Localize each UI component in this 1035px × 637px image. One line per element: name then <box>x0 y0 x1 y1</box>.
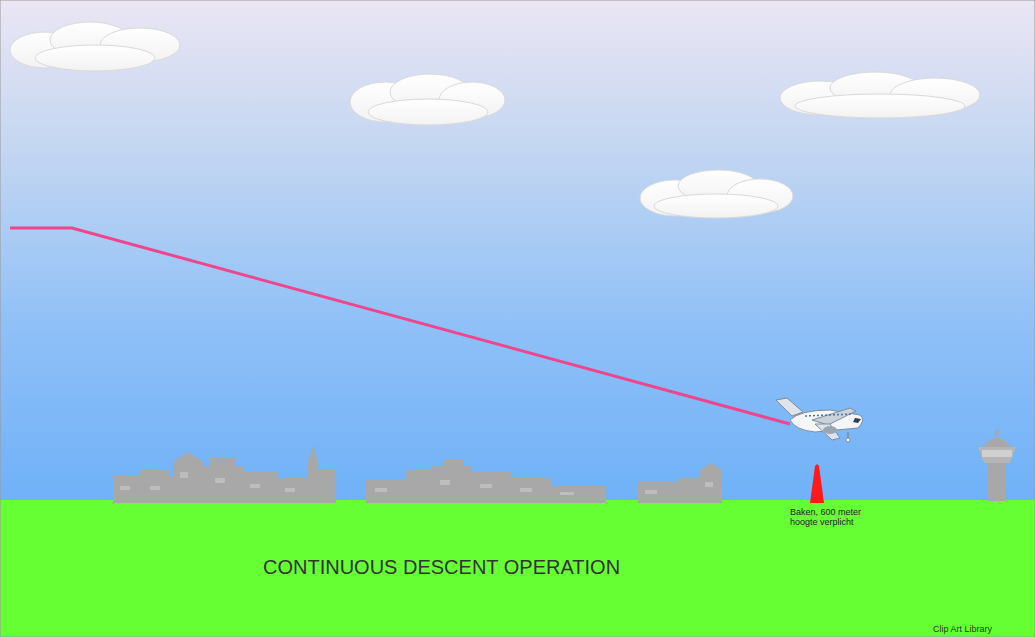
watermark: Clip Art Library <box>933 624 1033 634</box>
city-silhouette <box>113 446 722 503</box>
sky <box>0 0 1035 502</box>
cloud <box>640 170 793 218</box>
beacon-note: Baken, 600 meter hoogte verplicht <box>790 507 890 528</box>
scene-title: CONTINUOUS DESCENT OPERATION <box>263 556 703 579</box>
control-tower <box>978 430 1016 501</box>
airplane <box>776 398 863 442</box>
descent-path <box>10 228 790 424</box>
ground <box>0 500 1035 637</box>
city-windows <box>120 472 713 495</box>
cloud <box>350 74 505 125</box>
clouds <box>10 22 980 218</box>
cloud <box>780 72 980 118</box>
cloud <box>10 22 180 71</box>
beacon <box>810 464 824 503</box>
